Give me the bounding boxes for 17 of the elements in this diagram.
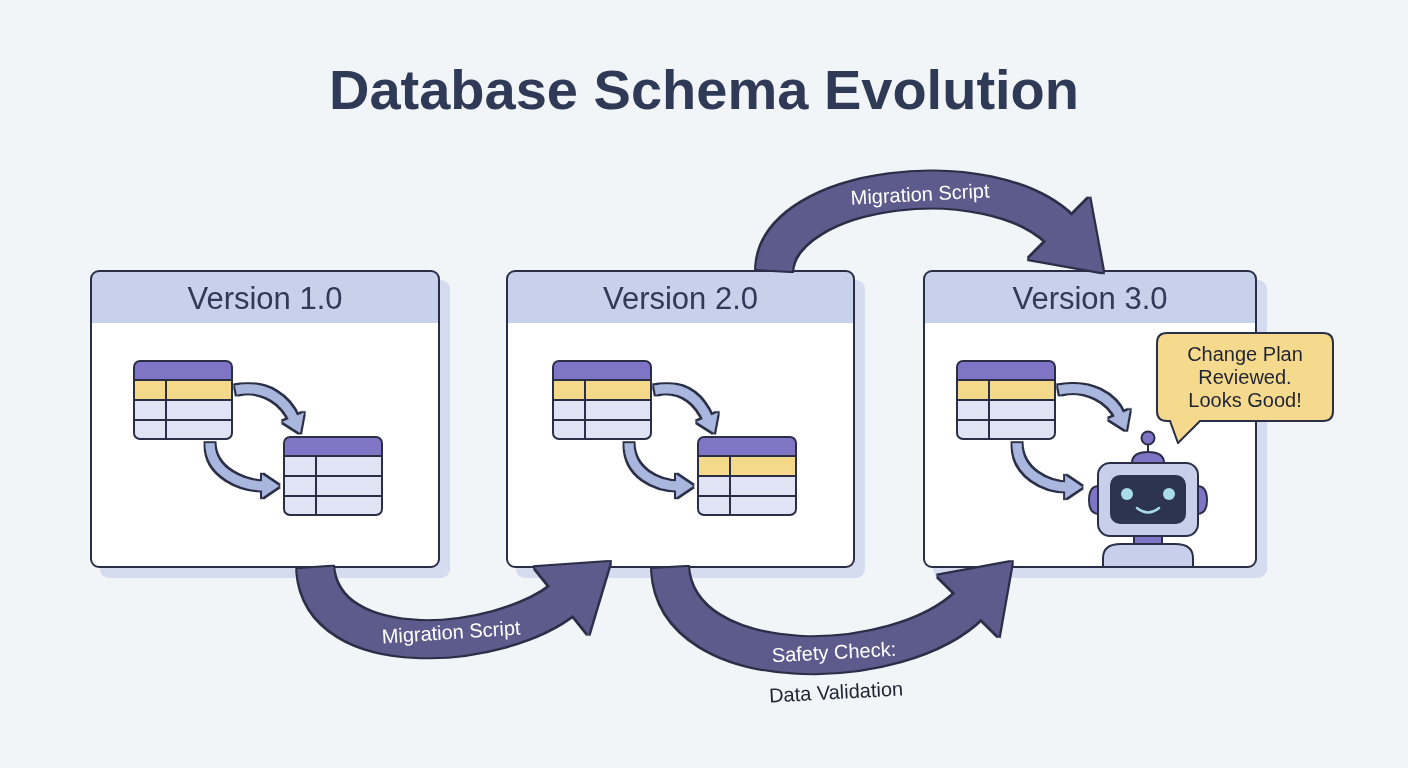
edge-label: Safety Check: Data Validation — [767, 636, 905, 709]
panel-title: Version 2.0 — [602, 281, 759, 317]
version-panel — [506, 270, 855, 568]
table-icon — [697, 436, 797, 516]
speech-bubble — [1156, 332, 1334, 444]
table-icon — [133, 360, 233, 440]
panel-title: Version 1.0 — [187, 281, 343, 317]
edge-label: Migration Script — [850, 178, 990, 210]
table-icon — [956, 360, 1056, 440]
table-icon — [552, 360, 652, 440]
bubble-text: Change Plan Reviewed. Looks Good! — [1186, 342, 1304, 412]
version-panel — [90, 270, 440, 568]
panel-title: Version 3.0 — [1012, 281, 1168, 317]
diagram-title: Database Schema Evolution — [329, 58, 1079, 122]
table-icon — [283, 436, 383, 516]
edge-label: Migration Script — [380, 615, 522, 649]
robot-icon — [1087, 430, 1209, 566]
